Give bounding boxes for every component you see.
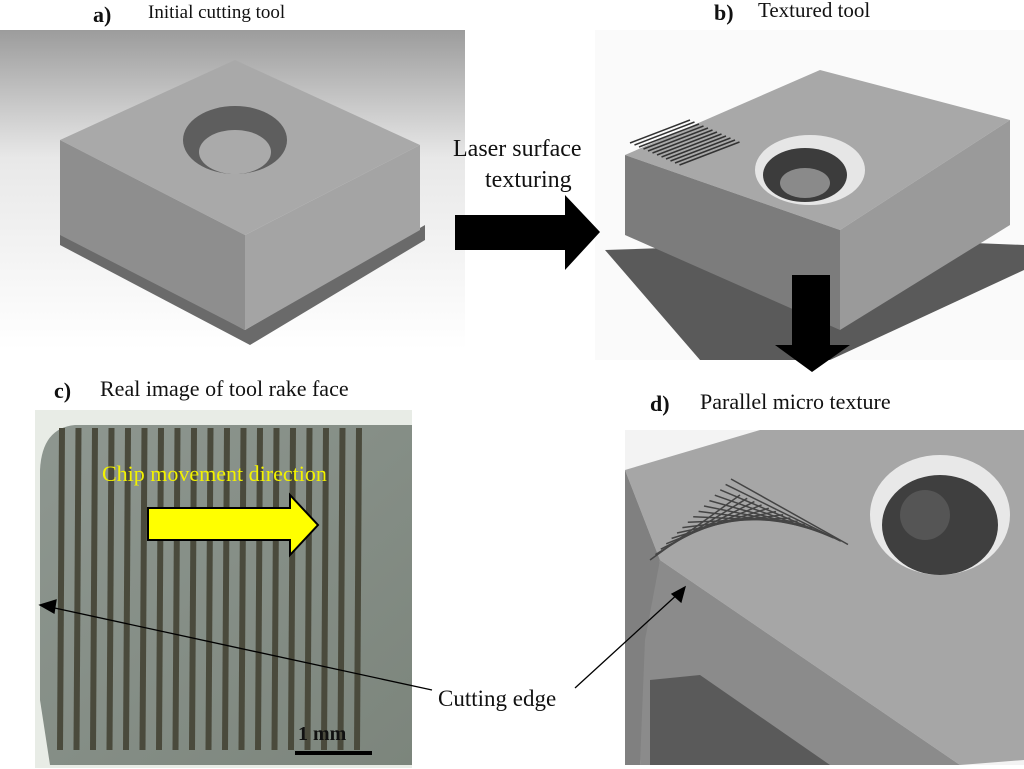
panel-a-letter: a): [93, 2, 112, 27]
texture-line: [674, 139, 736, 164]
groove: [139, 427, 148, 751]
closeup-grooves: [649, 478, 849, 561]
groove: [90, 427, 98, 751]
texture-line: [719, 489, 834, 539]
rake-face-photo: [35, 410, 412, 768]
groove: [172, 427, 181, 751]
texture-line: [665, 135, 727, 160]
texture-line: [647, 127, 709, 152]
chip-direction-arrow-icon: [147, 492, 320, 558]
groove: [73, 427, 82, 751]
panel-b-title: Textured tool: [758, 0, 871, 22]
panel-c-letter: c): [54, 378, 72, 403]
panel-a-title: Initial cutting tool: [148, 2, 286, 23]
groove: [123, 427, 131, 751]
process-label-line2: texturing: [485, 167, 572, 193]
process-label-line1: Laser surface: [453, 136, 582, 162]
groove: [189, 427, 197, 751]
texture-line: [730, 478, 849, 546]
groove: [222, 427, 230, 751]
groove: [337, 427, 346, 751]
chip-direction-label: Chip movement direction: [102, 461, 327, 486]
groove: [255, 427, 263, 751]
texture-line: [661, 133, 722, 158]
panel-d-title: Parallel micro texture: [700, 389, 891, 414]
texture-line: [714, 494, 827, 536]
texture-line: [725, 483, 842, 542]
groove: [57, 427, 65, 751]
groove: [271, 427, 280, 751]
panel-b-letter: b): [714, 0, 734, 25]
texture-line: [638, 123, 700, 148]
down-arrow-icon: [775, 275, 850, 372]
groove: [205, 427, 214, 751]
micro-texture-closeup: [625, 430, 1024, 765]
cutting-edge-leaders: [38, 585, 687, 691]
initial-tool-render: [0, 30, 465, 350]
texture-line: [656, 131, 718, 156]
groove: [238, 427, 247, 751]
scale-label: 1 mm: [298, 723, 347, 745]
groove: [354, 427, 362, 751]
texture-line: [655, 497, 748, 556]
cutting-edge-label: Cutting edge: [438, 686, 557, 711]
right-arrow-icon: [455, 195, 600, 270]
texture-line: [629, 119, 691, 144]
groove: [304, 427, 313, 751]
groove: [106, 427, 115, 751]
texture-line: [634, 121, 695, 146]
texture-line: [670, 137, 731, 162]
groove: [156, 427, 164, 751]
texture-line: [679, 141, 740, 166]
groove: [321, 427, 329, 751]
micro-texture-grooves: [629, 119, 740, 166]
panel-d-letter: d): [650, 391, 670, 416]
groove: [288, 427, 296, 751]
panel-c-title: Real image of tool rake face: [100, 376, 349, 401]
texture-line: [643, 125, 704, 150]
texture-line: [652, 129, 713, 154]
